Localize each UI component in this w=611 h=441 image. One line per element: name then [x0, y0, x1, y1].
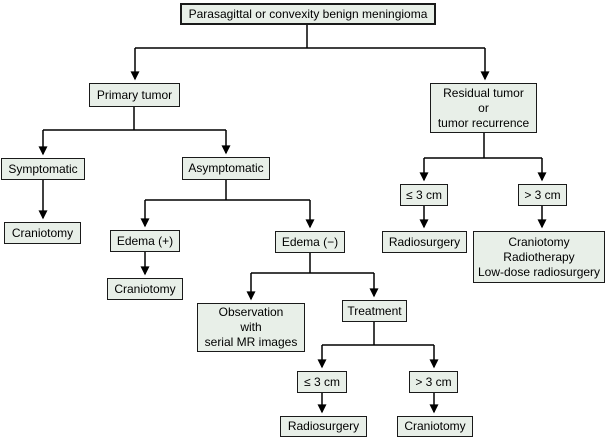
node-radiosurgery-recurrence: Radiosurgery [382, 231, 467, 253]
node-treatment-gt-3cm: > 3 cm [409, 371, 458, 393]
node-combined-therapy: Craniotomy Radiotherapy Low-dose radiosu… [473, 231, 605, 283]
node-recurrence-gt-3cm: > 3 cm [518, 184, 567, 206]
node-craniotomy-treatment: Craniotomy [397, 416, 473, 437]
node-symptomatic: Symptomatic [1, 158, 85, 180]
node-primary-tumor: Primary tumor [89, 83, 180, 107]
node-radiosurgery-treatment: Radiosurgery [280, 416, 367, 437]
node-treatment: Treatment [342, 300, 407, 322]
node-edema-negative: Edema (−) [275, 231, 345, 253]
node-recurrence-le-3cm: ≤ 3 cm [400, 184, 448, 206]
node-residual-tumor: Residual tumor or tumor recurrence [430, 83, 537, 133]
node-edema-positive: Edema (+) [110, 230, 180, 252]
node-observation-mr: Observation with serial MR images [197, 303, 305, 352]
node-treatment-le-3cm: ≤ 3 cm [297, 371, 347, 393]
node-craniotomy-edema: Craniotomy [107, 278, 183, 300]
node-craniotomy-symptomatic: Craniotomy [4, 222, 81, 244]
node-asymptomatic: Asymptomatic [182, 157, 270, 180]
node-parasagittal-meningioma: Parasagittal or convexity benign meningi… [180, 3, 436, 25]
